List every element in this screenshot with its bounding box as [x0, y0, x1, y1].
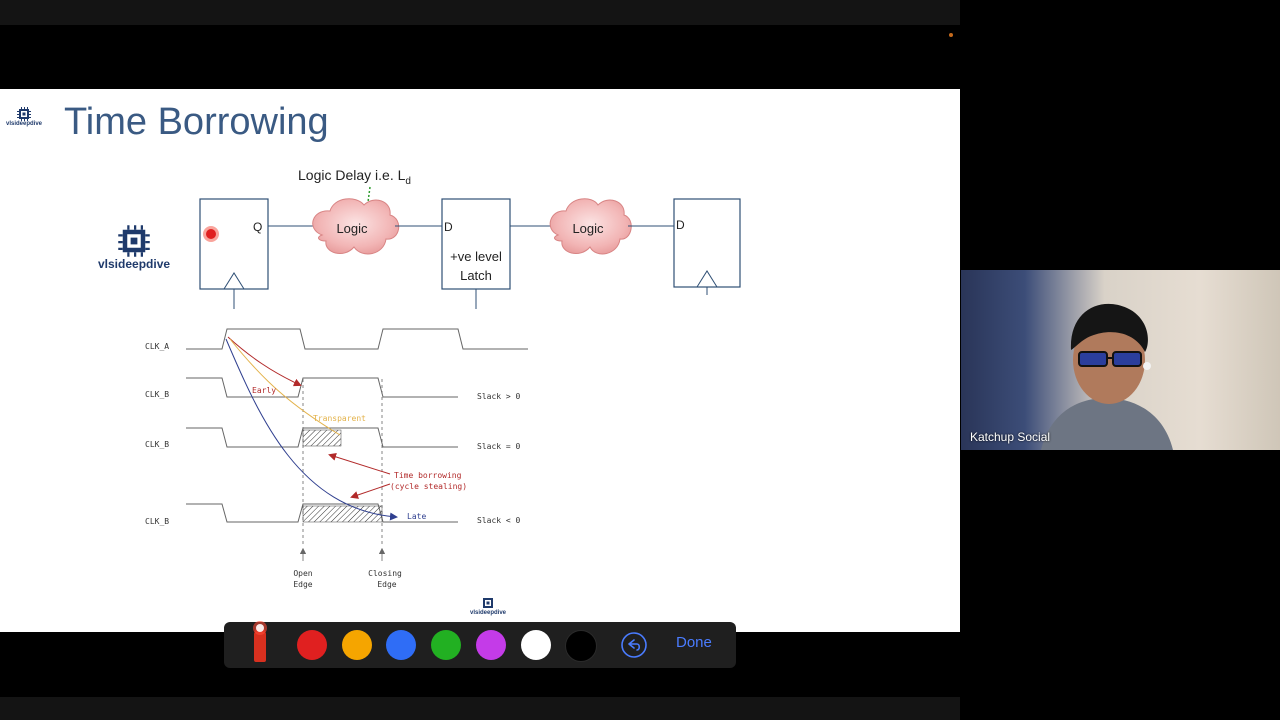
color-swatch-black[interactable]	[565, 630, 597, 662]
color-swatch-white[interactable]	[521, 630, 551, 660]
logic-cloud-2-label: Logic	[572, 221, 604, 236]
color-swatch-green[interactable]	[431, 630, 461, 660]
signal-label-clk-b-2: CLK_B	[145, 440, 169, 449]
late-label: Late	[407, 512, 426, 521]
positive-level-latch	[441, 198, 511, 290]
closing-edge-label-line2: Edge	[377, 580, 396, 589]
early-label: Early	[252, 386, 276, 395]
participant-video-feed	[1041, 303, 1173, 450]
borrow-arrow-1	[328, 452, 391, 475]
laser-pointer-dot	[206, 229, 216, 239]
slack-label-negative: Slack < 0	[477, 516, 521, 525]
transparent-label: Transparent	[313, 414, 366, 423]
closing-edge-label-line1: Closing	[368, 569, 402, 578]
small-logo-label: vlsideepdive	[6, 121, 43, 127]
undo-icon[interactable]	[620, 631, 648, 659]
launch-flop-q-pin: Q	[253, 220, 262, 234]
participant-video-tile[interactable]: Katchup Social	[961, 270, 1280, 450]
color-swatch-red[interactable]	[297, 630, 327, 660]
participant-name: Katchup Social	[970, 430, 1051, 444]
annotation-toolbar: Done	[224, 621, 736, 668]
main-logo-label: vlsideepdive	[98, 257, 171, 271]
waveform-clk-a	[186, 328, 528, 350]
slack-label-zero: Slack = 0	[477, 442, 521, 451]
latch-label-line2: Latch	[460, 268, 492, 283]
transparent-window-hatch	[302, 429, 342, 447]
borrow-window-hatch	[302, 505, 383, 523]
top-bar	[0, 0, 960, 25]
chip-icon	[118, 225, 150, 257]
open-edge-label-line1: Open	[293, 569, 312, 578]
launch-flop	[199, 198, 269, 290]
bottom-bar	[0, 697, 960, 720]
bottom-logo-label: vlsideepdive	[470, 610, 507, 616]
capture-flop-clock-symbol	[696, 270, 718, 288]
circuit-and-timing-diagram: Logic Delay i.e. Ld Q Logic D +ve level …	[145, 167, 741, 589]
time-borrowing-label-line1: Time borrowing	[394, 471, 462, 480]
latch-d-pin: D	[444, 220, 453, 234]
color-swatch-purple[interactable]	[476, 630, 506, 660]
status-indicator-dot	[949, 33, 953, 37]
early-arrival-curve	[227, 336, 302, 387]
waveform-clk-b-2	[186, 427, 458, 448]
done-button[interactable]: Done	[676, 634, 712, 651]
chip-icon	[17, 107, 32, 121]
open-edge-label-line2: Edge	[293, 580, 312, 589]
logic-delay-label: Logic Delay i.e. Ld	[298, 167, 411, 187]
time-borrowing-label-line2: (cycle stealing)	[390, 482, 467, 491]
waveform-clk-b-1	[186, 377, 458, 398]
launch-flop-clock-symbol	[223, 272, 245, 290]
color-swatch-orange[interactable]	[342, 630, 372, 660]
capture-flop-d-pin: D	[676, 218, 685, 232]
logic-cloud-1-label: Logic	[336, 221, 368, 236]
color-swatch-blue[interactable]	[386, 630, 416, 660]
logic-cloud-1: Logic	[312, 198, 400, 255]
capture-flop	[673, 198, 741, 288]
late-arrival-curve	[225, 338, 398, 521]
chip-icon	[483, 598, 494, 608]
slide-title: Time Borrowing	[64, 101, 329, 143]
main-logo: vlsideepdive	[98, 225, 170, 271]
signal-label-clk-a: CLK_A	[145, 342, 169, 351]
latch-label-line1: +ve level	[450, 249, 502, 264]
borrow-arrow-2	[350, 483, 391, 499]
shared-slide: vlsideepdive Time Borrowing vlsideepdive	[0, 89, 960, 632]
small-logo: vlsideepdive	[6, 107, 42, 127]
signal-label-clk-b-3: CLK_B	[145, 517, 169, 526]
laser-pen-icon[interactable]	[248, 618, 272, 664]
transparent-arrival-curve	[229, 338, 341, 436]
signal-label-clk-b-1: CLK_B	[145, 390, 169, 399]
slack-label-positive: Slack > 0	[477, 392, 521, 401]
bottom-logo: vlsideepdive	[470, 596, 506, 616]
logic-cloud-2: Logic	[549, 198, 632, 255]
